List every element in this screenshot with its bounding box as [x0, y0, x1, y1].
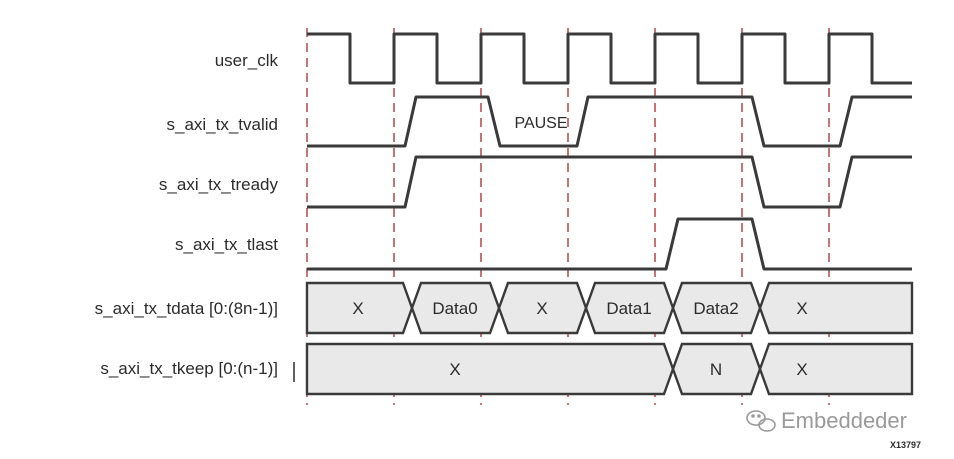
signal-labels: user_clk s_axi_tx_tvalid s_axi_tx_tready…	[95, 51, 295, 382]
tkeep-value: X	[796, 360, 807, 379]
clock-edge-guides	[306, 28, 830, 405]
tkeep-value: X	[449, 360, 460, 379]
bus-segment	[671, 281, 762, 335]
bus-tkeep: X N X	[305, 342, 914, 396]
label-tdata: s_axi_tx_tdata [0:(8n-1)]	[95, 299, 278, 318]
wave-tlast	[307, 217, 912, 271]
label-tready: s_axi_tx_tready	[159, 175, 279, 194]
tdata-value: X	[352, 299, 363, 318]
label-tkeep: s_axi_tx_tkeep [0:(n-1)]	[100, 359, 278, 378]
bus-segment	[758, 342, 914, 396]
tdata-value: Data1	[606, 299, 651, 318]
wave-tvalid	[307, 95, 912, 148]
tdata-value: X	[536, 299, 547, 318]
tdata-value: X	[796, 299, 807, 318]
watermark: Embeddeder	[746, 408, 907, 433]
label-user-clk: user_clk	[215, 51, 279, 70]
tdata-value: Data0	[432, 299, 477, 318]
wave-tready	[307, 155, 912, 209]
bus-segment	[497, 281, 588, 335]
bus-segment	[410, 281, 501, 335]
pause-annotation: PAUSE	[514, 115, 567, 132]
wechat-icon	[746, 410, 776, 432]
label-tvalid: s_axi_tx_tvalid	[166, 115, 278, 134]
bus-segment	[305, 342, 675, 396]
bus-tdata: X Data0 X Data1 Data2 X	[305, 281, 914, 335]
bus-segment	[758, 281, 914, 335]
tdata-value: Data2	[693, 299, 738, 318]
bus-segment	[584, 281, 675, 335]
tkeep-value: N	[710, 360, 722, 379]
label-tlast: s_axi_tx_tlast	[175, 235, 278, 254]
bus-segment	[671, 342, 762, 396]
figure-id: X13797	[890, 440, 921, 450]
wave-user-clk	[307, 32, 912, 85]
watermark-text: Embeddeder	[781, 408, 907, 433]
bus-segment	[305, 281, 414, 335]
